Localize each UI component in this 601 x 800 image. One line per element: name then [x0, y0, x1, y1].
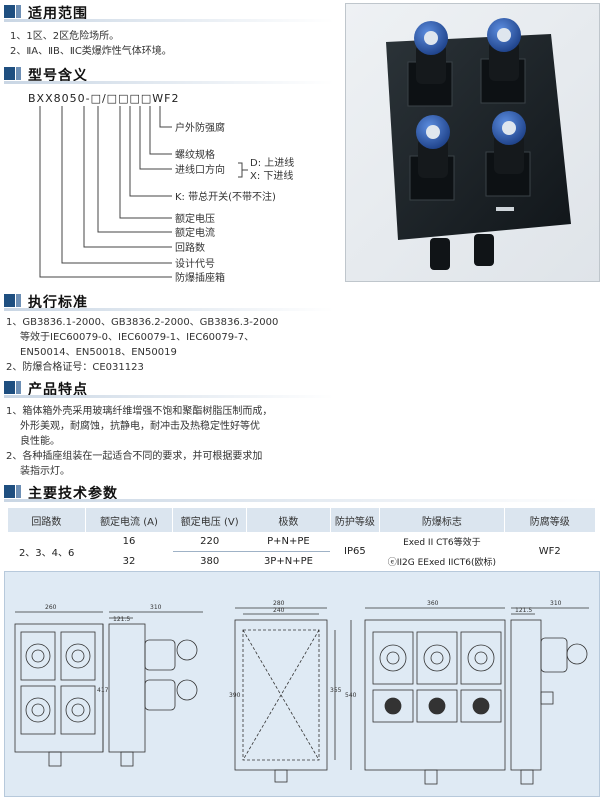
cable-gland: [474, 234, 494, 266]
section-marker-icon: [16, 5, 21, 18]
features-line-1: 1、箱体箱外壳采用玻璃纤维增强不饱和聚酯树脂压制而成，: [6, 406, 273, 417]
scope-line-1: 1、1区、2区危险场所。: [10, 31, 120, 42]
label-box: 防爆插座箱: [175, 271, 225, 284]
section-divider: [4, 395, 334, 398]
cell-protection: IP65: [330, 532, 380, 572]
cell-poles: 3P+N+PE: [246, 551, 331, 572]
label-dir-d: D: 上进线: [250, 156, 294, 169]
label-current: 额定电流: [175, 226, 215, 239]
model-code: BXX8050-□/□□□□WF2: [28, 92, 179, 105]
label-design: 设计代号: [175, 257, 215, 270]
col-header: 回路数: [8, 508, 86, 532]
standards-line-4: 2、防爆合格证号：CE031123: [6, 362, 144, 373]
section-marker-icon: [4, 381, 15, 394]
section-header-standards: 执行标准: [4, 291, 334, 311]
spec-table: 回路数 额定电流 (A) 额定电压 (V) 极数 防护等级 防爆标志 防腐等级 …: [8, 508, 597, 572]
section-divider: [4, 81, 334, 84]
dim-label: 355: [330, 687, 342, 694]
socket-bottom-left: [409, 115, 455, 201]
section-marker-icon: [4, 67, 15, 80]
dimension-drawing-panel: 260 310 121.5 417 280 240 390 355 540 36…: [4, 571, 600, 797]
col-header: 防爆标志: [379, 508, 505, 532]
dim-label: 360: [427, 600, 439, 607]
cell-voltage: 380: [172, 551, 247, 572]
scope-line-2: 2、ⅡA、ⅡB、ⅡC类爆炸性气体环境。: [10, 46, 172, 57]
cell-corrosion: WF2: [504, 532, 596, 572]
socket-top-right: [480, 18, 526, 104]
cell-voltage: 220: [172, 532, 247, 552]
standards-line-2: 等效于IEC60079-0、IEC60079-1、IEC60079-7、: [20, 332, 255, 343]
standards-line-1: 1、GB3836.1-2000、GB3836.2-2000、GB3836.3-2…: [6, 317, 279, 328]
label-switch: K: 带总开关(不带不注): [175, 190, 276, 203]
label-dir-x: X: 下进线: [250, 169, 293, 182]
model-code-diagram: BXX8050-□/□□□□WF2 户外防强腐 螺纹规格 进线口方向 D: 上进…: [28, 92, 294, 284]
cell-circuits: 2、3、4、6: [8, 532, 86, 572]
socket-bottom-right: [485, 111, 531, 197]
dim-label: 310: [550, 600, 562, 607]
col-header: 防护等级: [330, 508, 381, 532]
cell-ex-mark: ⓔII2G EExed IICT6(欧标): [379, 551, 505, 572]
section-divider: [4, 19, 334, 22]
dim-label: 240: [273, 607, 285, 614]
label-voltage: 额定电压: [175, 212, 215, 225]
dim-label: 280: [273, 600, 285, 607]
cell-ex-mark: Exed II CT6等效于: [403, 538, 481, 549]
section-marker-icon: [4, 5, 15, 18]
section-title: 适用范围: [28, 6, 88, 22]
section-marker-icon: [16, 294, 21, 307]
socket-top-left: [407, 21, 453, 107]
section-header-model: 型号含义: [4, 64, 334, 84]
features-line-2: 外形美观，耐腐蚀，抗静电，耐冲击及热稳定性好等优: [20, 421, 260, 432]
cell-current: 32: [85, 551, 173, 572]
section-divider: [4, 499, 600, 502]
section-header-params: 主要技术参数: [4, 482, 600, 502]
label-circuits: 回路数: [175, 241, 205, 254]
features-line-3: 良性能。: [20, 436, 60, 447]
dim-label: 417: [97, 687, 109, 694]
dim-label: 260: [45, 604, 57, 611]
section-title: 产品特点: [28, 382, 88, 398]
table-header-row: 回路数 额定电流 (A) 额定电压 (V) 极数 防护等级 防爆标志 防腐等级: [8, 508, 597, 532]
section-divider: [4, 308, 334, 311]
section-header-features: 产品特点: [4, 378, 334, 398]
section-marker-icon: [4, 485, 15, 498]
rear-view: [234, 607, 352, 783]
dim-label: 121.5: [113, 616, 130, 623]
dim-label: 390: [229, 692, 241, 699]
section-title: 主要技术参数: [28, 486, 118, 502]
socket-box-illustration: [386, 18, 571, 270]
cable-gland: [430, 238, 450, 270]
col-header: 额定电压 (V): [172, 508, 248, 532]
cell-current: 16: [122, 536, 136, 548]
dim-label: 121.5: [515, 607, 532, 614]
col-header: 额定电流 (A): [85, 508, 174, 532]
label-inlet: 进线口方向: [175, 163, 225, 176]
product-photo: [345, 3, 600, 282]
col-header: 极数: [246, 508, 331, 532]
section-header-scope: 适用范围: [4, 2, 334, 22]
standards-line-3: EN50014、EN50018、EN50019: [20, 347, 177, 358]
section-title: 型号含义: [28, 68, 88, 84]
section-marker-icon: [16, 67, 21, 80]
table-row: 2、3、4、6 16 220 P+N+PE IP65 Exed II CT6等效…: [8, 532, 596, 572]
features-line-4: 2、各种插座组装在一起适合不同的要求，并可根据要求加: [6, 451, 263, 462]
cell-poles: P+N+PE: [246, 532, 331, 552]
side-view-switches: [510, 607, 589, 785]
front-view-switches: [364, 607, 506, 785]
col-header: 防腐等级: [504, 508, 597, 532]
label-outdoor: 户外防强腐: [175, 121, 225, 134]
section-marker-icon: [16, 381, 21, 394]
section-marker-icon: [16, 485, 21, 498]
section-title: 执行标准: [28, 295, 88, 311]
side-view-sockets: [102, 611, 203, 767]
dimension-drawings: 260 310 121.5 417 280 240 390 355 540 36…: [14, 600, 589, 785]
dim-label: 310: [150, 604, 162, 611]
features-line-5: 装指示灯。: [20, 466, 70, 477]
section-marker-icon: [4, 294, 15, 307]
dim-label: 540: [345, 692, 357, 699]
front-view-sockets: [14, 611, 104, 767]
label-thread: 螺纹规格: [175, 148, 215, 161]
